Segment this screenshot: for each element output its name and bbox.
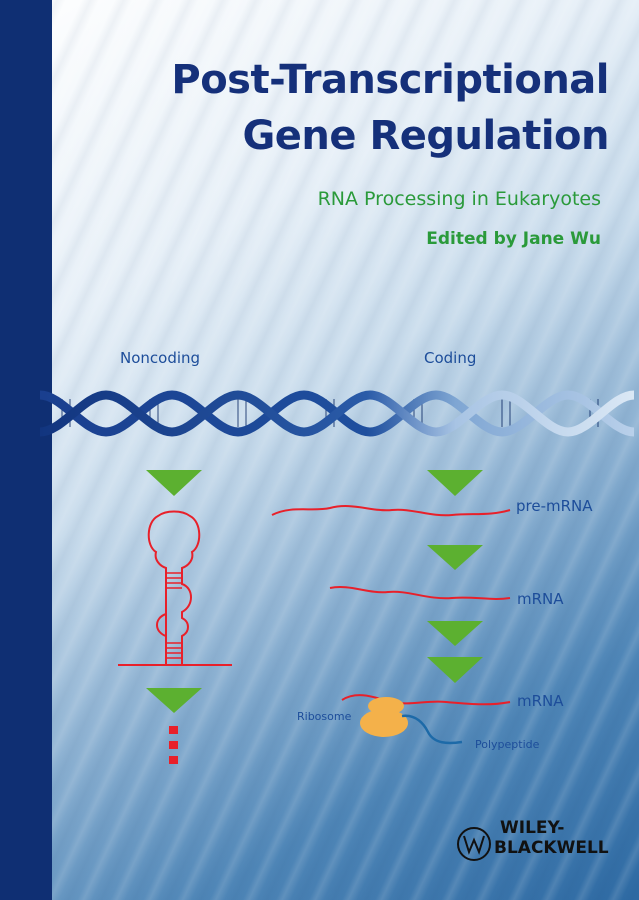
- noncoding-dashes: [169, 726, 178, 764]
- arrow-noncoding-2: [146, 688, 202, 713]
- arrow-coding-2: [427, 545, 483, 570]
- arrow-noncoding-1: [146, 470, 202, 496]
- mrna-label-2: mRNA: [517, 692, 564, 710]
- book-title: Post-Transcriptional Gene Regulation: [171, 52, 609, 164]
- noncoding-label: Noncoding: [120, 349, 201, 367]
- mrna-label-1: mRNA: [517, 590, 564, 608]
- publisher-line-1: WILEY-: [500, 818, 565, 838]
- title-line-2: Gene Regulation: [242, 113, 609, 159]
- polypeptide-label: Polypeptide: [475, 738, 540, 751]
- ribosome-icon: [360, 697, 408, 737]
- arrow-coding-1: [427, 470, 483, 496]
- book-subtitle: RNA Processing in Eukaryotes: [317, 188, 601, 210]
- arrow-coding-3: [427, 621, 483, 646]
- noncoding-rna-hairpin: [118, 510, 232, 666]
- dna-helix: [39, 390, 635, 437]
- premrna-label: pre-mRNA: [516, 497, 593, 515]
- mrna-strand-2: [341, 694, 511, 706]
- ribosome-label: Ribosome: [297, 710, 352, 723]
- premrna-strand: [271, 505, 511, 517]
- title-line-1: Post-Transcriptional: [171, 57, 609, 103]
- mrna-strand-1: [329, 586, 511, 600]
- book-editor: Edited by Jane Wu: [426, 229, 601, 249]
- cover-spine-bar: [0, 0, 52, 900]
- publisher-line-2: BLACKWELL: [494, 838, 609, 858]
- wiley-logo-emblem: [457, 827, 491, 861]
- arrow-coding-4: [427, 657, 483, 683]
- polypeptide-chain: [401, 714, 463, 745]
- process-arrows: [146, 470, 483, 713]
- coding-label: Coding: [424, 349, 477, 367]
- dna-strand-b: [39, 390, 635, 437]
